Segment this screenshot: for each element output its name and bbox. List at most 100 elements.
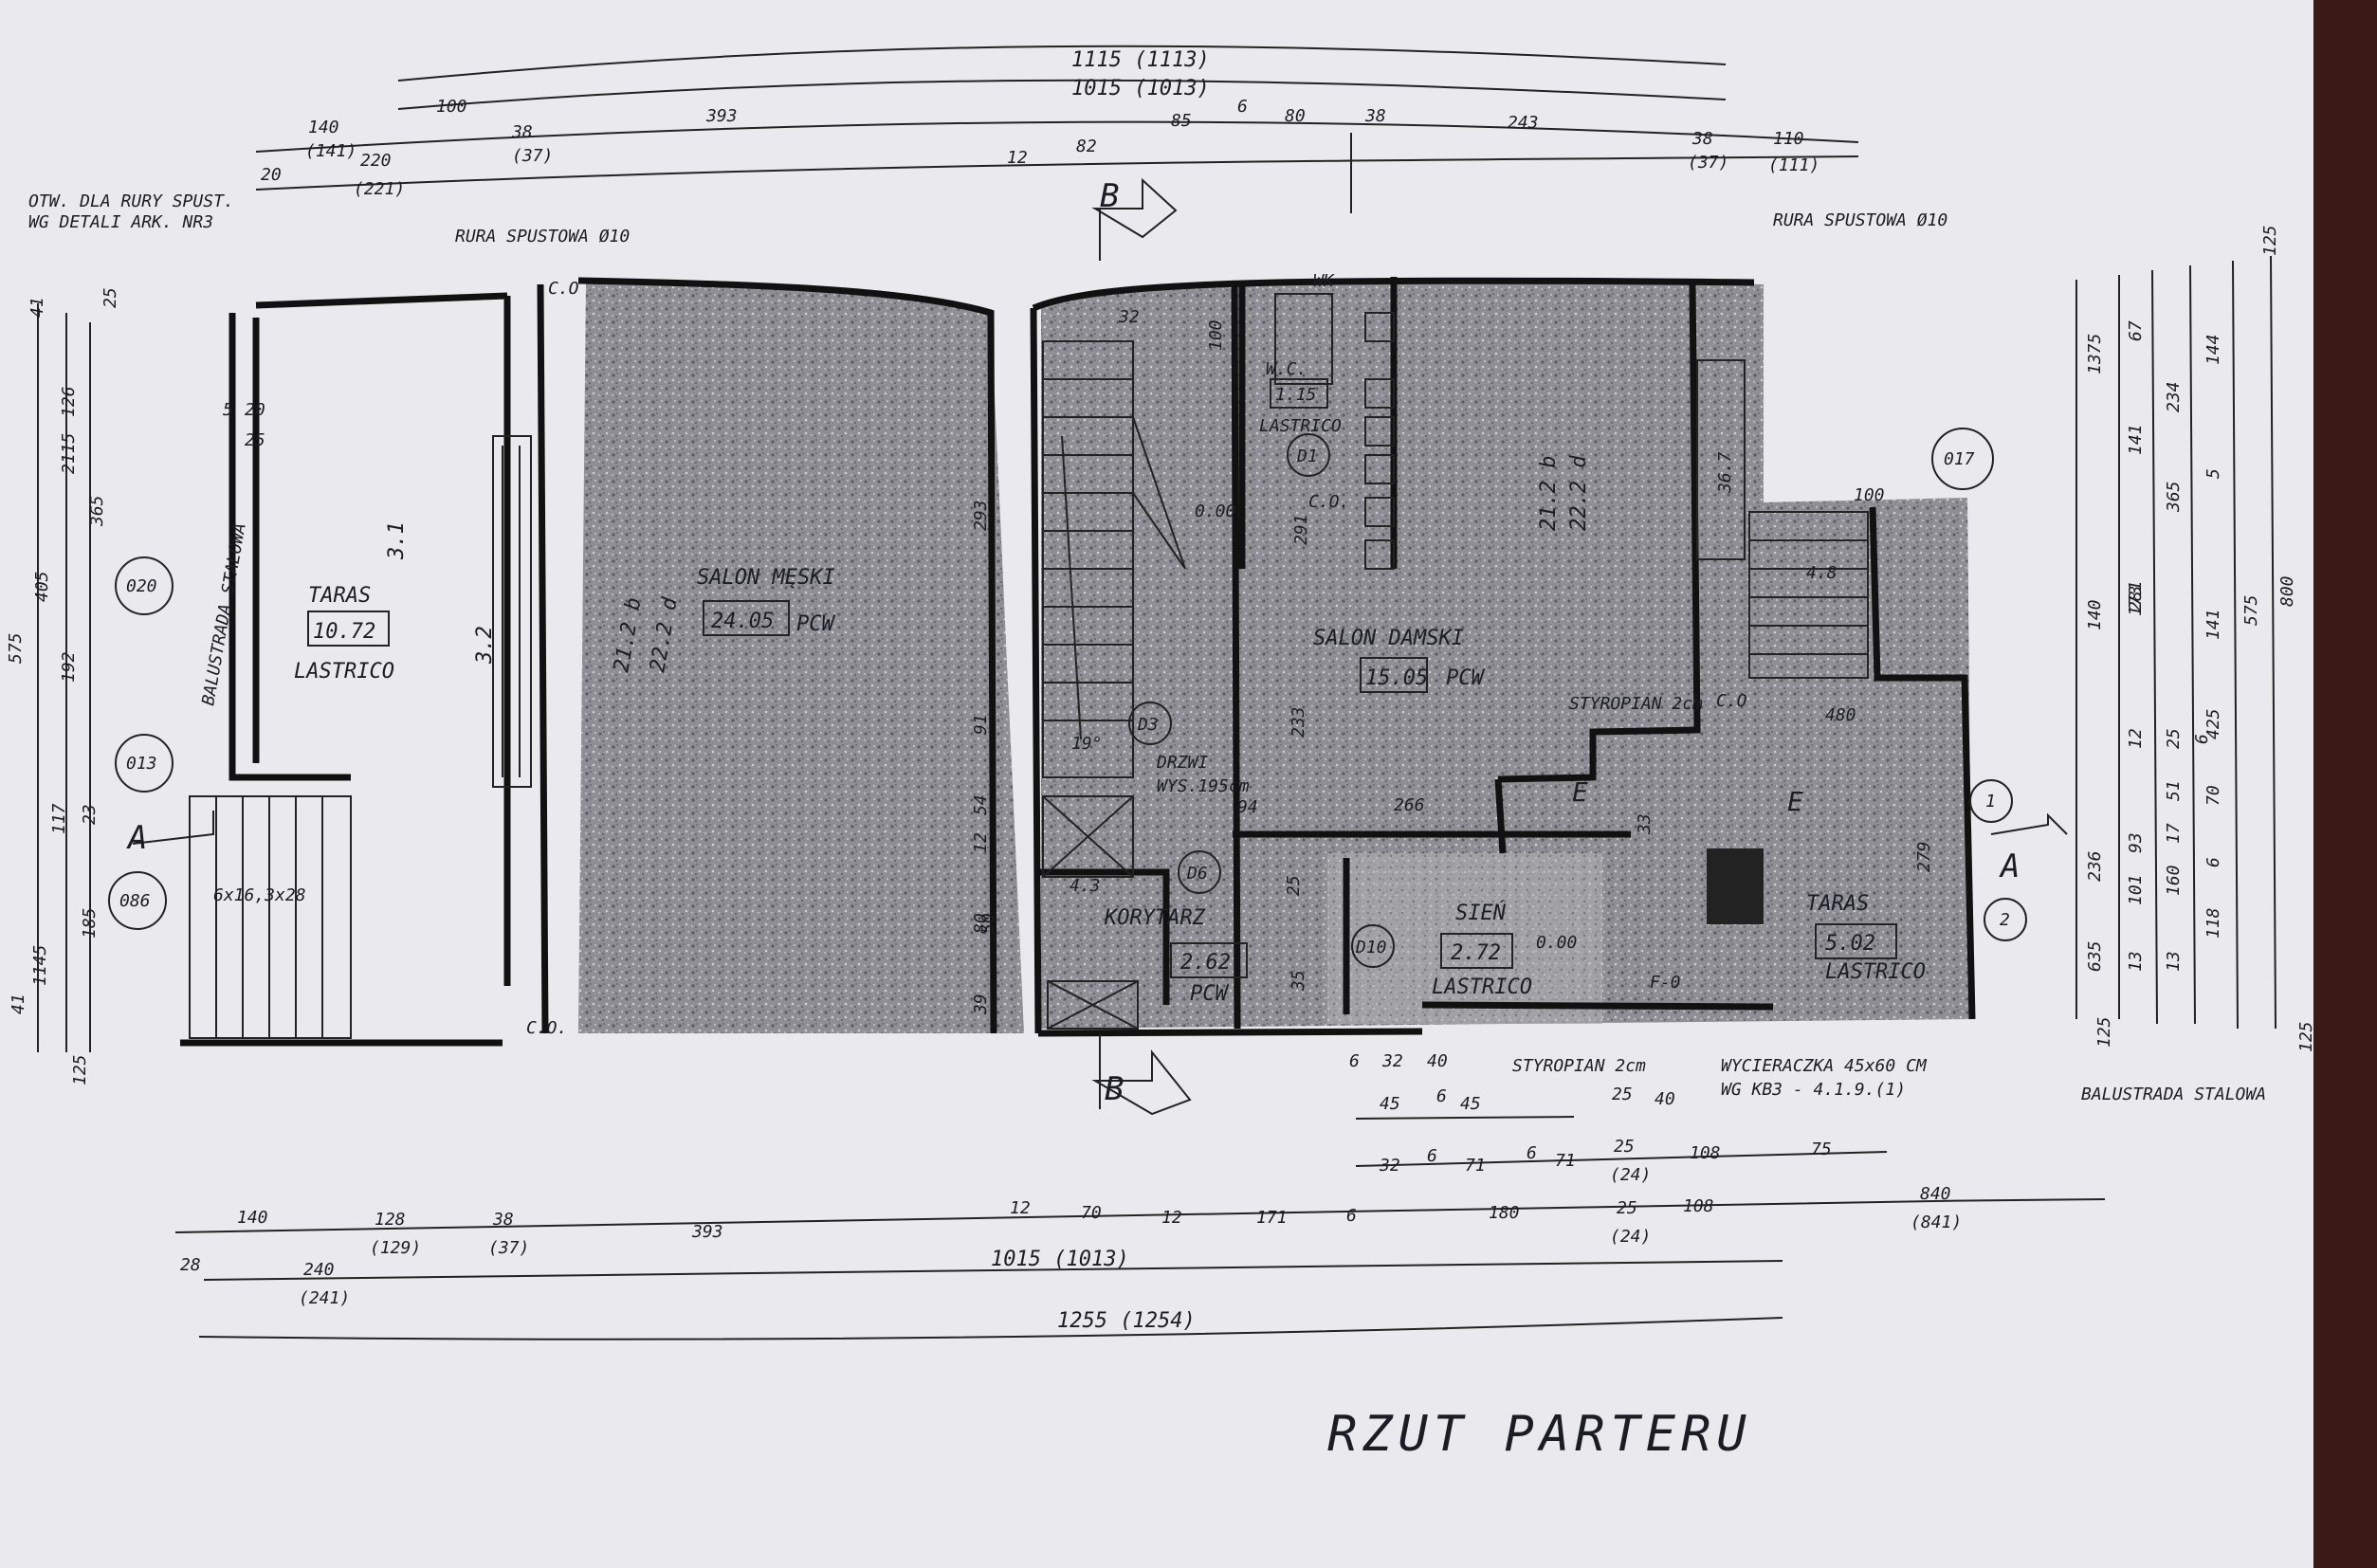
dim-top: 38 — [1364, 106, 1386, 126]
dim-left: 185 — [80, 907, 100, 939]
section-mark-a-right: A — [1999, 848, 2020, 885]
dim-right: 6 — [2203, 857, 2223, 867]
room-area: 10.72 — [313, 620, 375, 644]
note-co-4: C.O. — [1308, 492, 1349, 512]
dim-right: 101 — [2126, 874, 2146, 905]
dim-inner: 39 — [971, 994, 991, 1015]
dim-bottom: 240 — [303, 1260, 335, 1280]
dim-bottom: 393 — [691, 1222, 723, 1242]
dim-inner: 36.7 — [1715, 451, 1735, 494]
circle-tag: 013 — [126, 754, 157, 774]
note-rura-left: RURA SPUSTOWA Ø10 — [455, 227, 630, 246]
dim-top: 85 — [1171, 111, 1192, 131]
dim-small: 6 — [1436, 1086, 1447, 1106]
room-area: 2.62 — [1180, 951, 1231, 975]
dimension-lines — [37, 45, 2276, 1340]
dim-right: 160 — [2164, 865, 2184, 896]
note-f0: F-0 — [1650, 973, 1681, 993]
dim-bottom: 12 — [1161, 1208, 1182, 1228]
section-arrow-a-left — [132, 811, 214, 845]
dim-right: 70 — [2203, 785, 2223, 806]
door-tag: D10 — [1355, 938, 1387, 957]
room-area: 1.15 — [1275, 385, 1316, 405]
dim-inner: 4.3 — [1070, 876, 1101, 896]
room-finish: PCW — [796, 612, 835, 636]
dim-left: 41 — [9, 994, 28, 1014]
note-drzwi: DRZWI — [1156, 753, 1208, 773]
dim-inner: 3.1 — [385, 521, 409, 560]
dim-bottom: (37) — [488, 1238, 529, 1258]
dim-top: 38 — [511, 122, 533, 142]
walls — [180, 277, 1976, 1047]
dim-bottom: 128 — [375, 1210, 406, 1230]
circle-tag: 2 — [2000, 910, 2010, 930]
dim-small: 71 — [1465, 1156, 1486, 1176]
door-d6-circle — [1178, 850, 1221, 894]
dim-small: 45 — [1460, 1094, 1481, 1114]
entry-shade — [1327, 853, 1602, 1024]
room-finish: PCW — [1446, 666, 1485, 690]
note-co-2: C.O. — [526, 1018, 567, 1038]
room-finish: PCW — [1190, 982, 1229, 1006]
dim-inner: 32 — [1118, 307, 1140, 327]
room-finish: LASTRICO — [1432, 975, 1532, 999]
dim-right: 93 — [2126, 832, 2146, 853]
room-label: TARAS — [1806, 892, 1869, 916]
dim-left: 125 — [70, 1054, 90, 1085]
dim-top: 140 — [308, 118, 339, 137]
floor-plan-drawing: TARAS 10.72 LASTRICO SALON MĘSKI 24.05 P… — [6, 45, 2313, 1463]
staircase-main — [1042, 340, 1186, 778]
dim-inner: 21.2 b — [1537, 456, 1561, 531]
dim-left: 405 — [32, 571, 52, 602]
dim-right: 425 — [2203, 708, 2223, 739]
dim-right: 234 — [2164, 381, 2184, 412]
dim-right: 125 — [2296, 1021, 2313, 1052]
note-drzwi-wys: WYS.195cm — [1157, 776, 1250, 796]
staircase-right — [1696, 359, 1869, 679]
dim-right: 173 — [2126, 585, 2146, 616]
dim-bottom: 28 — [180, 1255, 201, 1275]
dim-top: 393 — [705, 106, 738, 126]
room-label: SALON DAMSKI — [1313, 627, 1464, 650]
dim-inner: 0.00 — [1536, 933, 1577, 953]
note-wycieraczka-ref: WG KB3 - 4.1.9.(1) — [1721, 1080, 1906, 1100]
dim-top: 80 — [1285, 106, 1306, 126]
dim-right: 236 — [2085, 850, 2105, 882]
note-balustrada-left: BALUSTRADA STALOWA — [198, 521, 250, 707]
dim-inner: 54 — [971, 794, 991, 815]
dim-small: 6 — [1427, 1146, 1437, 1166]
dim-bottom-total-outer: 1255 (1254) — [1057, 1309, 1196, 1333]
dim-inner: 12 — [971, 832, 991, 853]
note-wycieraczka: WYCIERACZKA 45x60 CM — [1721, 1056, 1928, 1076]
section-mark-e-left: E — [1572, 776, 1588, 808]
dim-inner: 291 — [1291, 514, 1311, 545]
dim-left: 126 — [59, 386, 79, 417]
dim-bottom-total-inner: 1015 (1013) — [991, 1248, 1129, 1271]
salon-damski-floor — [1041, 281, 1972, 1029]
dim-inner: 35 — [1289, 970, 1308, 992]
dim-inner: 94 — [1237, 797, 1258, 817]
tag-1-circle — [1969, 779, 2013, 823]
room-finish: LASTRICO — [1825, 960, 1926, 984]
dim-right: 140 — [2085, 599, 2105, 630]
dim-bottom: (241) — [299, 1288, 350, 1308]
dim-bottom: 70 — [1081, 1203, 1102, 1223]
note-co-1: C.O — [548, 279, 579, 299]
tag-2-circle — [1984, 898, 2027, 941]
dim-inner: 293 — [971, 500, 991, 531]
dim-inner: 3.2 — [473, 626, 497, 665]
dim-inner: 4.8 — [1806, 563, 1838, 583]
dim-bottom: (129) — [370, 1238, 421, 1258]
note-otwor: OTW. DLA RURY SPUST. — [28, 191, 234, 211]
dim-small: 40 — [1655, 1089, 1675, 1109]
room-label: TARAS — [308, 584, 371, 608]
dim-top: (37) — [1688, 153, 1728, 173]
room-area: 2.72 — [1451, 941, 1501, 965]
dim-right: 118 — [2203, 907, 2223, 939]
dim-right: 141 — [2126, 424, 2146, 455]
dim-small: 32 — [1381, 1051, 1403, 1071]
dim-right: 6 — [2192, 734, 2212, 744]
dim-right: 281 — [2126, 580, 2146, 611]
room-finish: LASTRICO — [1259, 416, 1342, 436]
dim-right: 12 — [2126, 728, 2146, 749]
